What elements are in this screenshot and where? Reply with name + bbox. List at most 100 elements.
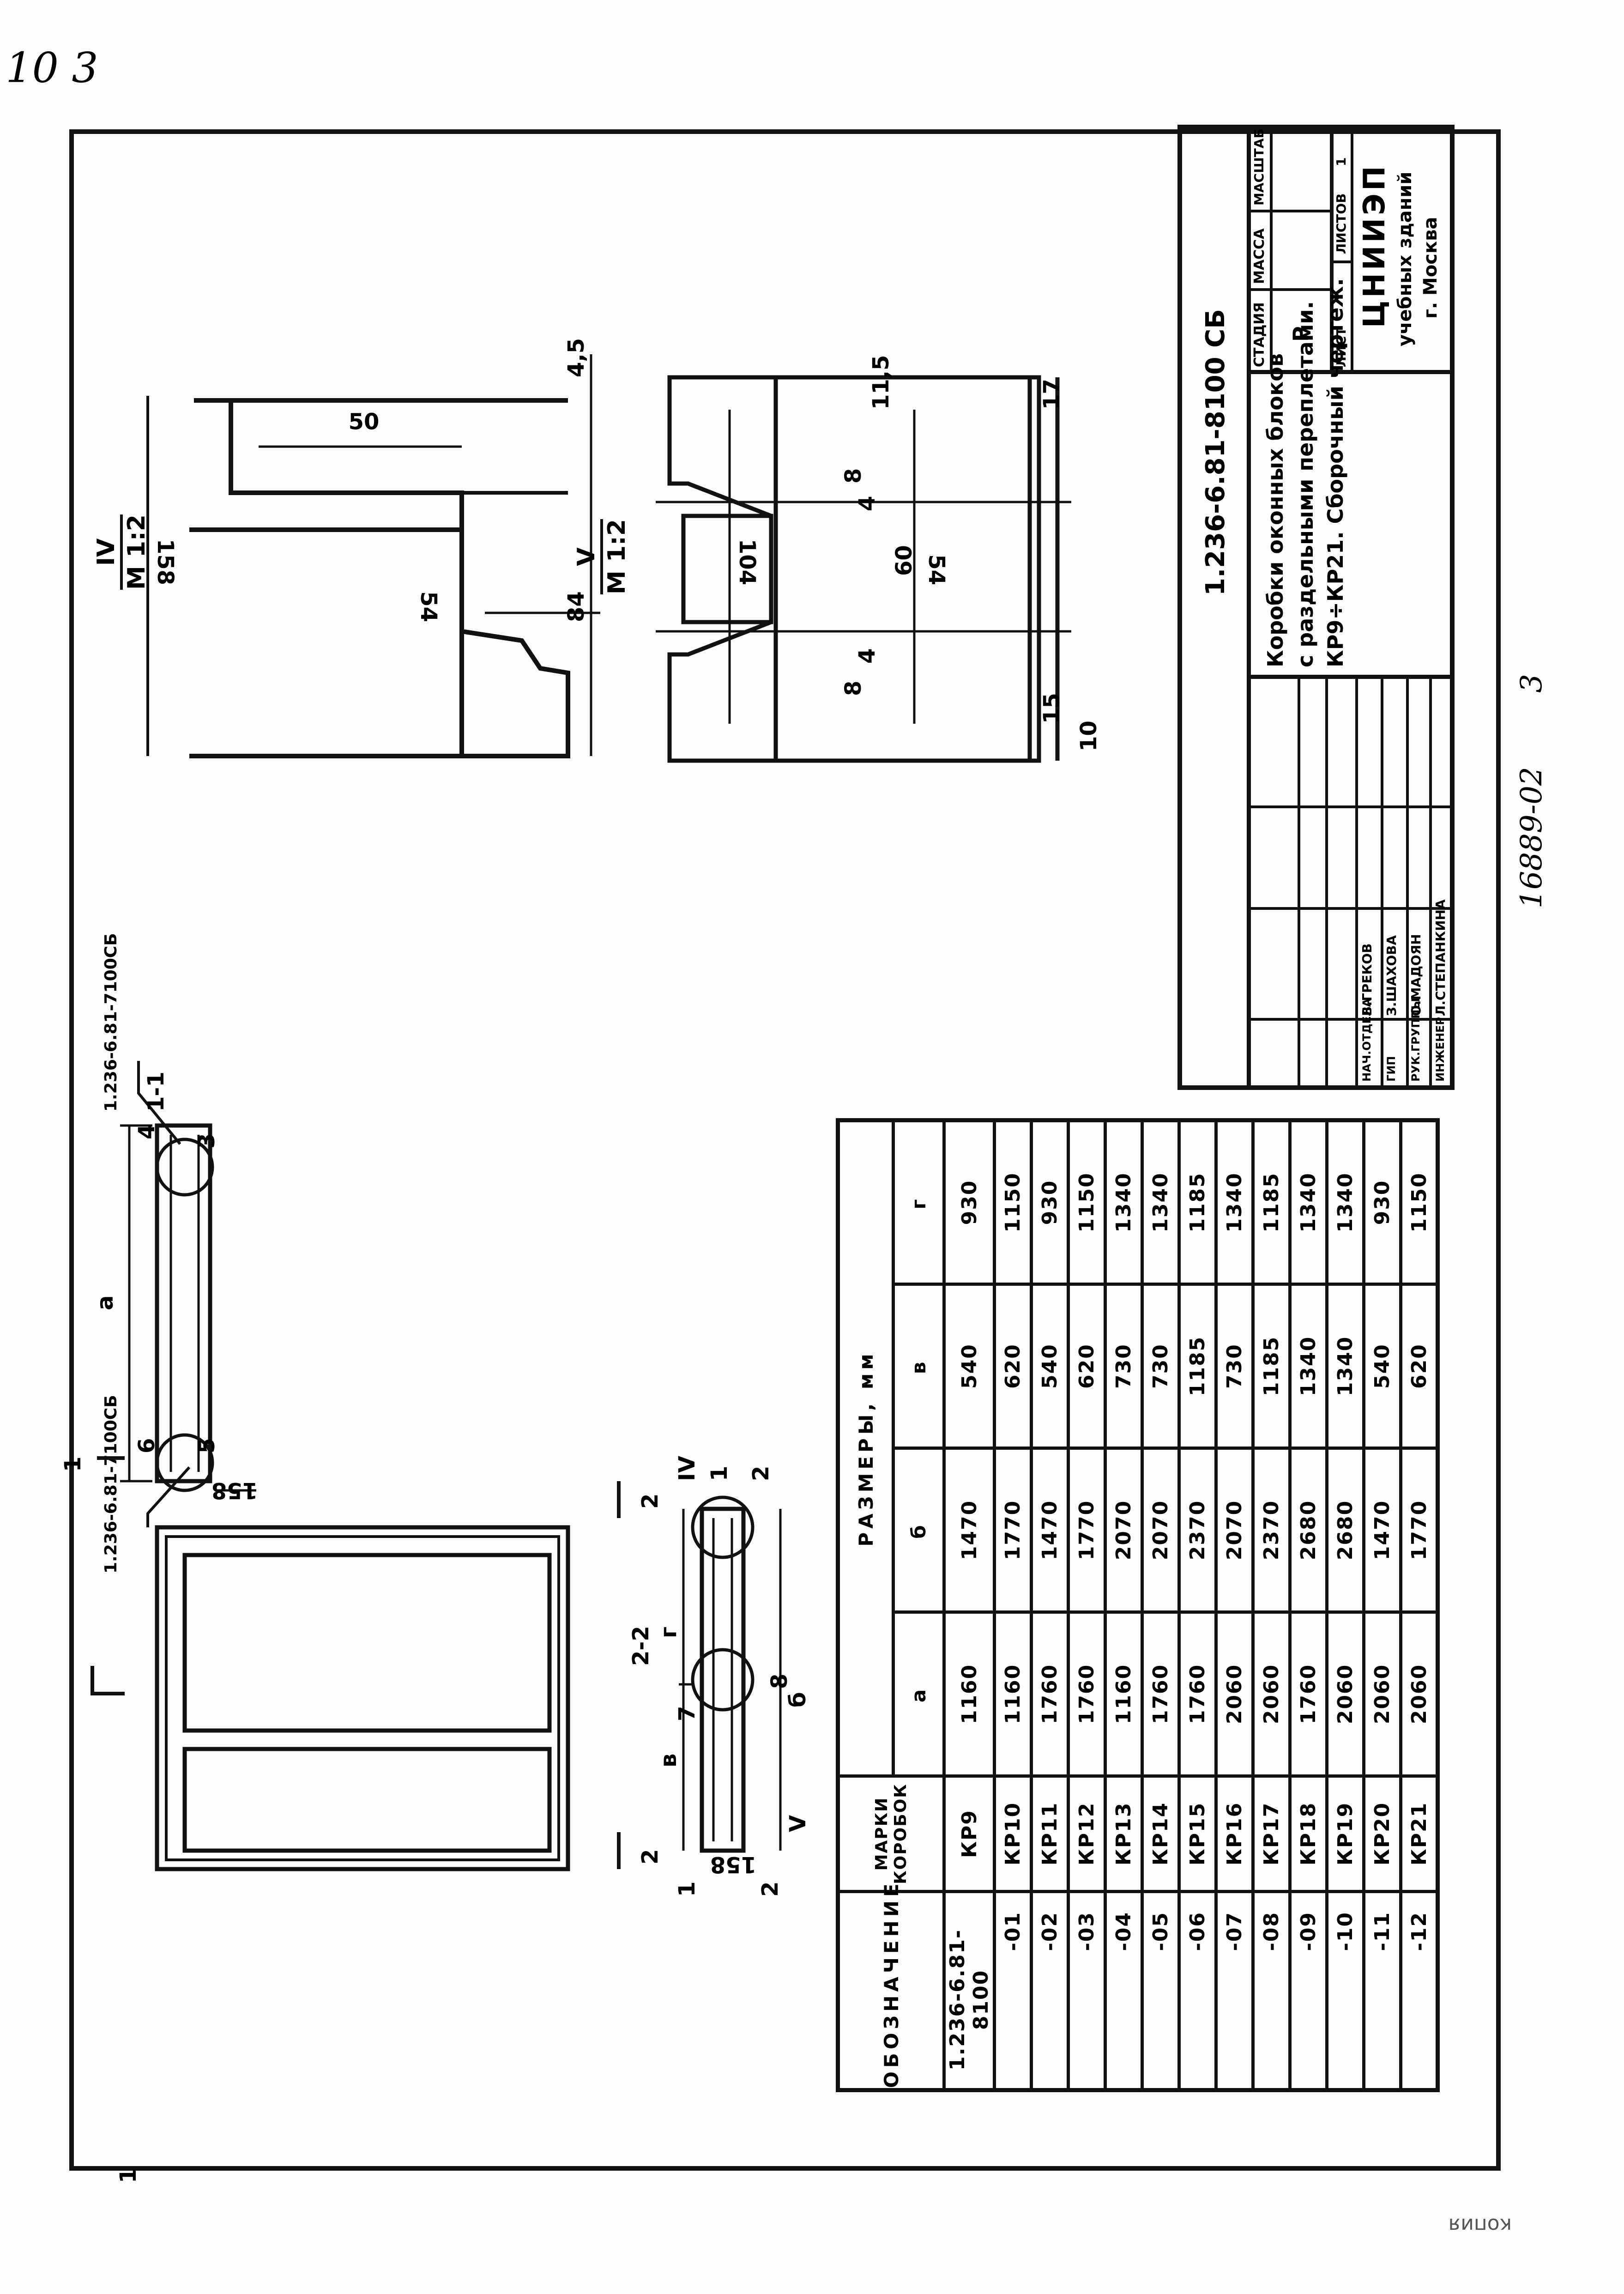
cell-mark: КР20 xyxy=(1364,1776,1401,1892)
leader-2-top: 2 xyxy=(748,1465,774,1481)
org-line-3: г. Москва xyxy=(1420,217,1441,319)
cell-a: 1160 xyxy=(994,1612,1032,1776)
cell-b: 2370 xyxy=(1179,1448,1216,1612)
cell-a: 1760 xyxy=(1031,1612,1069,1776)
cell-g: 930 xyxy=(1364,1120,1401,1284)
cell-v: 1340 xyxy=(1327,1284,1364,1448)
leader-2-bottom: 2 xyxy=(757,1881,783,1897)
cell-mark: КР12 xyxy=(1068,1776,1105,1892)
cell-mark: КР10 xyxy=(994,1776,1032,1892)
cell-a: 1160 xyxy=(1105,1612,1142,1776)
cell-b: 1470 xyxy=(944,1448,995,1612)
cell-v: 730 xyxy=(1216,1284,1253,1448)
cell-designation: -07 xyxy=(1216,1891,1253,2090)
cell-b: 2070 xyxy=(1105,1448,1142,1612)
cell-mark: КР21 xyxy=(1401,1776,1438,1892)
signatory-name: В.ГРЕКОВ xyxy=(1359,943,1375,1017)
signatory-name: З.ШАХОВА xyxy=(1384,935,1399,1016)
marks-table: ОБОЗНАЧЕНИЕ МАРКИ КОРОБОК РАЗМЕРЫ, мм а … xyxy=(836,1118,1440,2092)
signatory-name: Л.СТЕПАНКИНА xyxy=(1433,899,1448,1016)
cell-g: 930 xyxy=(944,1120,995,1284)
org-line-1: ЦНИИЭП xyxy=(1358,163,1392,328)
title-line-2: с раздельными переплетами. xyxy=(1293,301,1318,667)
signatory-role: ИНЖЕНЕР xyxy=(1434,1017,1447,1082)
cell-designation: -11 xyxy=(1364,1891,1401,2090)
dim-158-s22: 158 xyxy=(710,1851,757,1877)
cell-g: 1340 xyxy=(1105,1120,1142,1284)
divider xyxy=(1247,907,1455,910)
divider xyxy=(1247,210,1330,212)
cell-designation: -03 xyxy=(1068,1891,1105,2090)
cell-v: 1185 xyxy=(1179,1284,1216,1448)
doc-code: 1.236-6.81-8100 СБ xyxy=(1201,309,1231,596)
cell-designation: -06 xyxy=(1179,1891,1216,2090)
cell-mark: КР19 xyxy=(1327,1776,1364,1892)
cell-b: 2680 xyxy=(1327,1448,1364,1612)
signatory-role: ГИП xyxy=(1385,1056,1398,1082)
cell-a: 2060 xyxy=(1253,1612,1290,1776)
cell-mark: КР17 xyxy=(1253,1776,1290,1892)
leader-7: 7 xyxy=(674,1706,700,1721)
org-line-2: учебных зданий xyxy=(1395,171,1416,346)
divider xyxy=(1270,129,1273,374)
dim-g: г xyxy=(656,1626,682,1638)
cell-g: 1150 xyxy=(994,1120,1032,1284)
header-mark: МАРКИ КОРОБОК xyxy=(838,1776,944,1892)
cell-b: 2070 xyxy=(1142,1448,1179,1612)
cell-v: 540 xyxy=(1031,1284,1069,1448)
cell-mark: КР11 xyxy=(1031,1776,1069,1892)
marker-iv: IV xyxy=(674,1455,700,1481)
cell-mark: КР16 xyxy=(1216,1776,1253,1892)
header-sizes: РАЗМЕРЫ, мм xyxy=(838,1120,894,1776)
cell-b: 1470 xyxy=(1364,1448,1401,1612)
cell-b: 1470 xyxy=(1031,1448,1069,1612)
cell-v: 1340 xyxy=(1290,1284,1327,1448)
archive-number: 16889-02 3 xyxy=(1515,674,1549,908)
scale-label: МАСШТАБ xyxy=(1251,128,1267,206)
cell-mark: КР15 xyxy=(1179,1776,1216,1892)
sheet-label: ЛИСТ xyxy=(1334,327,1349,367)
cell-a: 2060 xyxy=(1401,1612,1438,1776)
title-line-1: Коробки оконных блоков xyxy=(1263,353,1288,667)
divider xyxy=(1330,260,1353,263)
stamp-fragment: копия xyxy=(1448,2213,1512,2237)
cell-v: 620 xyxy=(994,1284,1032,1448)
cell-designation: 1.236-6.81-8100 xyxy=(944,1891,995,2090)
cell-b: 1770 xyxy=(1401,1448,1438,1612)
cell-designation: -10 xyxy=(1327,1891,1364,2090)
leader-8: 8 xyxy=(767,1673,792,1689)
marker-v: V xyxy=(785,1815,811,1832)
cell-designation: -02 xyxy=(1031,1891,1069,2090)
leader-1-bottom: 1 xyxy=(674,1881,700,1897)
cell-b: 2680 xyxy=(1290,1448,1327,1612)
cell-a: 1760 xyxy=(1179,1612,1216,1776)
header-a: а xyxy=(893,1612,944,1776)
divider xyxy=(1247,129,1251,1085)
cell-g: 1340 xyxy=(1327,1120,1364,1284)
cell-v: 730 xyxy=(1142,1284,1179,1448)
leader-1-top: 1 xyxy=(706,1465,732,1481)
cell-g: 1340 xyxy=(1216,1120,1253,1284)
divider xyxy=(1406,679,1409,1085)
cell-b: 2370 xyxy=(1253,1448,1290,1612)
divider xyxy=(1247,675,1455,679)
dim-v: в xyxy=(656,1753,682,1767)
cell-designation: -05 xyxy=(1142,1891,1179,2090)
cell-v: 540 xyxy=(1364,1284,1401,1448)
cell-designation: -01 xyxy=(994,1891,1032,2090)
cell-v: 620 xyxy=(1068,1284,1105,1448)
